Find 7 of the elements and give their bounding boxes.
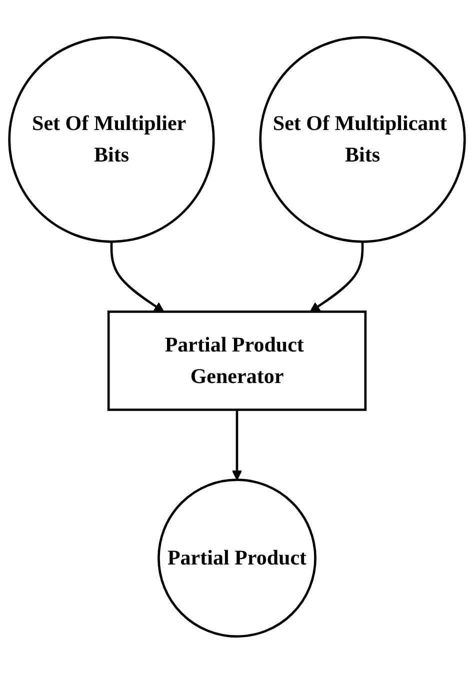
node-circle: Partial Product: [158, 478, 316, 638]
node-circle: Set Of Multiplicant Bits: [259, 36, 466, 242]
arrow: [110, 241, 164, 312]
arrow: [232, 409, 242, 480]
node-box: Partial Product Generator: [107, 310, 367, 411]
arrow: [310, 241, 364, 312]
node-circle: Set Of Multiplier Bits: [8, 36, 215, 242]
